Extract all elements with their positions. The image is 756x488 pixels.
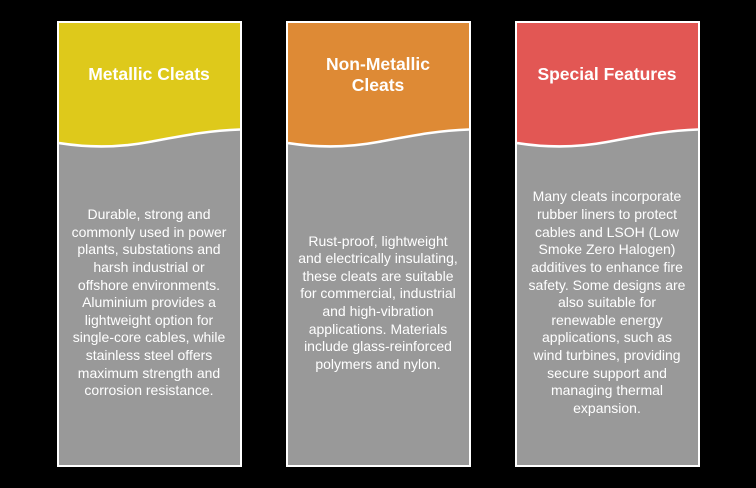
card-description: Rust-proof, lightweight and electrically…: [298, 232, 458, 372]
card-non-metallic-cleats: Non-Metallic Cleats Rust-proof, lightwei…: [285, 21, 471, 467]
card-title: Metallic Cleats: [88, 64, 210, 85]
card-body: Rust-proof, lightweight and electrically…: [288, 155, 469, 465]
card-description: Many cleats incorporate rubber liners to…: [528, 188, 686, 416]
card-description: Durable, strong and commonly used in pow…: [71, 206, 227, 399]
wave-divider: [287, 127, 469, 148]
card-body: Durable, strong and commonly used in pow…: [59, 155, 240, 465]
card-header: Non-Metallic Cleats: [287, 23, 469, 127]
wave-divider: [58, 127, 240, 148]
card-header: Special Features: [516, 23, 698, 127]
wave-divider: [516, 127, 698, 148]
card-special-features: Special Features Many cleats incorporate…: [514, 21, 700, 467]
card-metallic-cleats: Metallic Cleats Durable, strong and comm…: [56, 21, 242, 467]
card-body: Many cleats incorporate rubber liners to…: [517, 155, 698, 465]
card-title: Special Features: [537, 64, 677, 85]
card-header: Metallic Cleats: [58, 23, 240, 127]
cards-row: Metallic Cleats Durable, strong and comm…: [0, 21, 756, 467]
card-title: Non-Metallic Cleats: [325, 53, 431, 95]
